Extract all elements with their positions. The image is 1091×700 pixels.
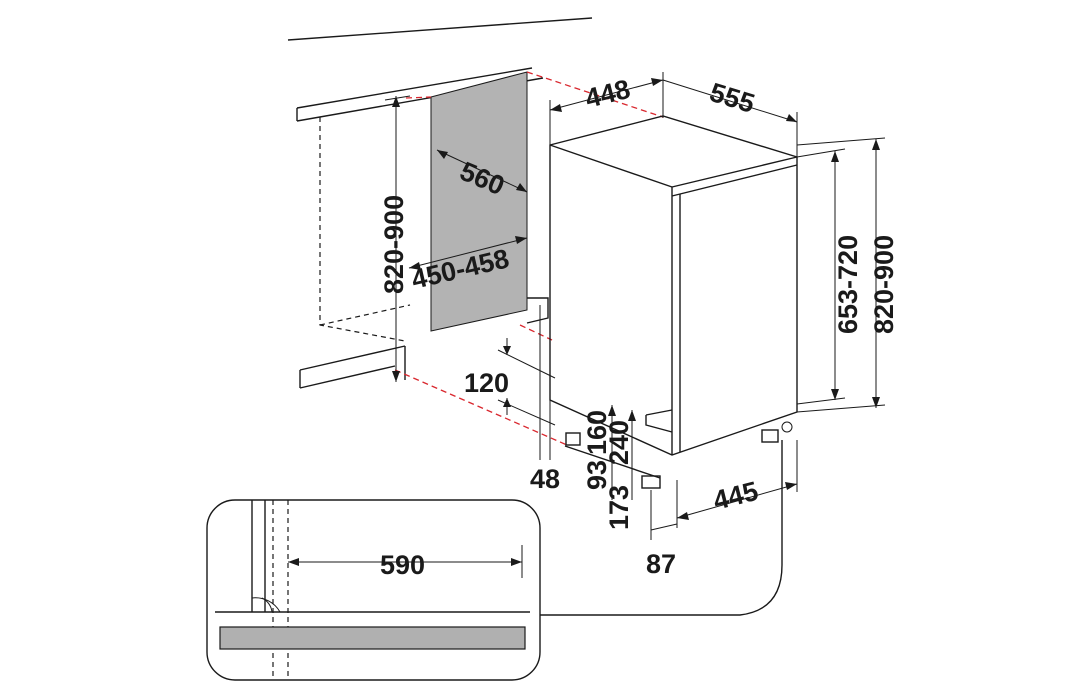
label-appliance-height: 653-720 — [833, 235, 863, 334]
label-appliance-depth: 555 — [706, 77, 758, 119]
label-door-clearance: 590 — [380, 550, 425, 580]
label-foot-low: 93 — [582, 460, 612, 490]
guide-lines — [394, 71, 664, 446]
floor-lines — [299, 345, 406, 389]
label-appliance-width: 448 — [582, 74, 633, 114]
label-recess-height: 820-900 — [379, 195, 409, 294]
label-foot-front: 87 — [646, 549, 676, 579]
dimension-lines — [384, 72, 886, 540]
detail-inset — [206, 499, 541, 681]
label-plinth-offset: 48 — [530, 464, 560, 494]
plinth-step — [526, 297, 549, 324]
door-panel — [219, 626, 526, 650]
label-foot-high: 160 — [582, 410, 612, 455]
label-range-high: 240 — [604, 420, 634, 465]
detail-callout-line — [540, 440, 783, 616]
recess-back-panel — [430, 71, 528, 332]
label-foot-spacing: 445 — [710, 476, 761, 516]
label-range-low: 173 — [604, 485, 634, 530]
label-overall-height: 820-900 — [869, 235, 899, 334]
recess-outline — [319, 117, 411, 342]
label-plinth-height: 120 — [464, 368, 509, 398]
